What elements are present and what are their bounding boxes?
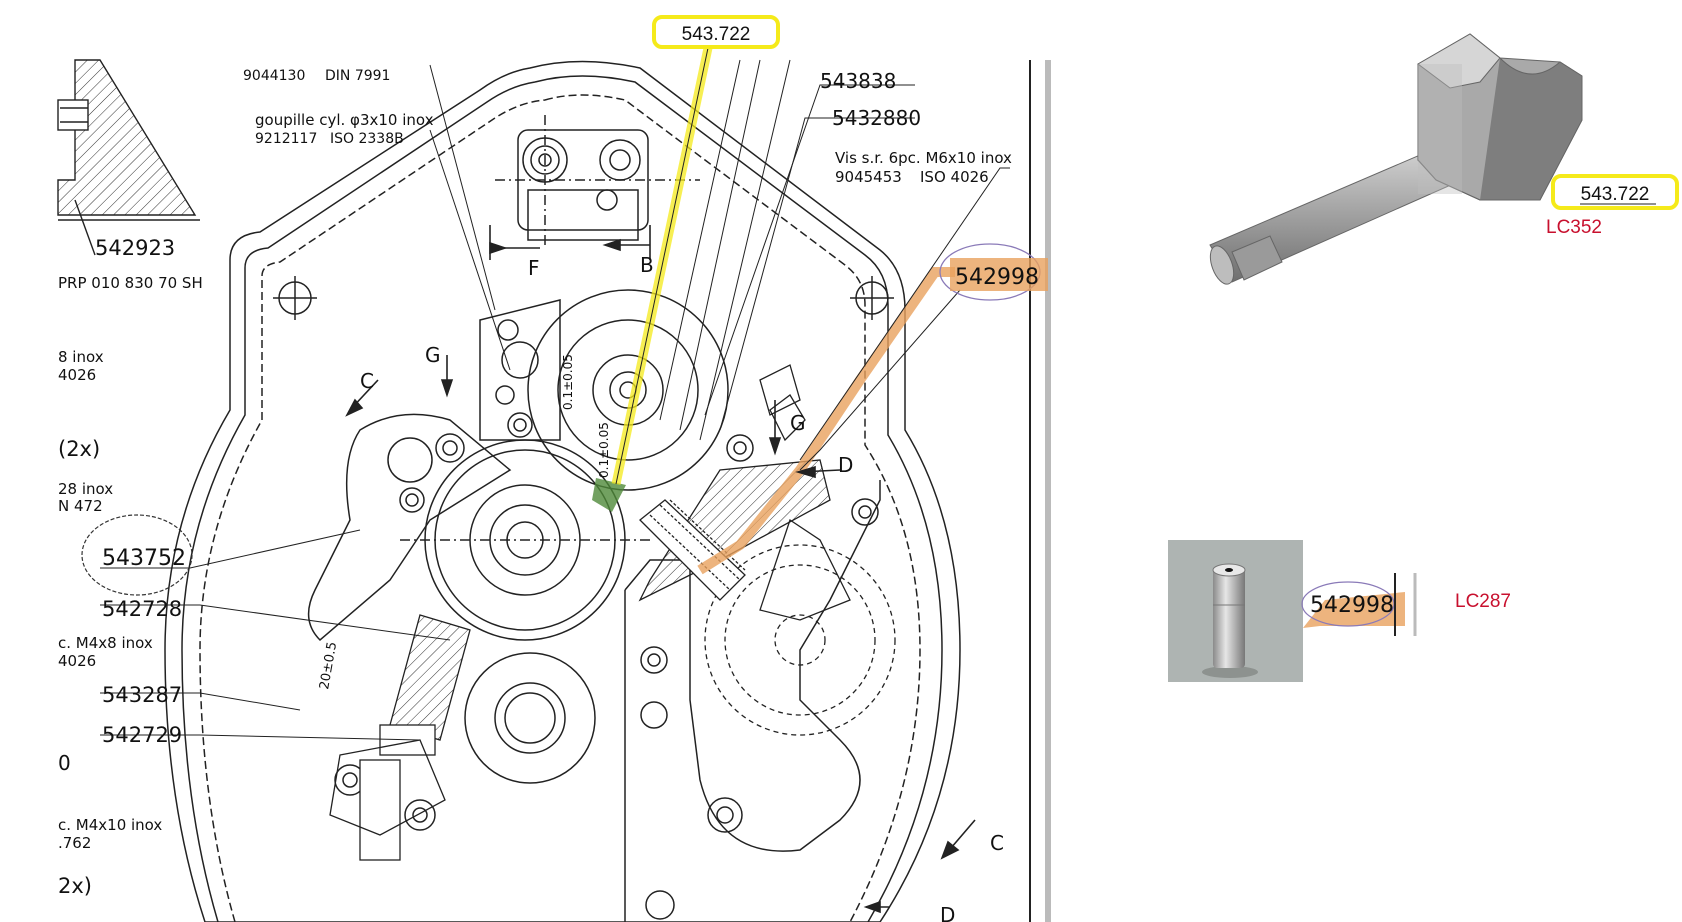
svg-text:D: D: [940, 903, 955, 922]
bushing-ref-tag: 542998: [1301, 570, 1425, 636]
svg-text:c. M4x10 inox: c. M4x10 inox: [58, 816, 162, 834]
main-plate-outline: [164, 60, 961, 922]
callout-543722-top: 543.722: [652, 15, 780, 49]
left-section-view: [57, 59, 200, 256]
svg-text:DIN 7991: DIN 7991: [325, 68, 390, 84]
svg-text:N 472: N 472: [58, 497, 103, 515]
svg-text:9045453: 9045453: [835, 168, 902, 186]
spring-assembly-upper: [639, 499, 746, 601]
hex-bracket: [479, 299, 561, 441]
leader-542998: [799, 289, 961, 471]
svg-text:0.1±0.05: 0.1±0.05: [597, 422, 611, 478]
cad-labels: 543838 5432880 Vis s.r. 6pc. M6x10 inox …: [58, 68, 1012, 898]
svg-text:28 inox: 28 inox: [58, 480, 113, 498]
leader-lines: [100, 59, 1010, 741]
svg-text:8 inox: 8 inox: [58, 348, 104, 366]
svg-text:542923: 542923: [95, 236, 175, 260]
svg-text:C: C: [990, 831, 1004, 855]
shaft-ref-box: 543.722: [1551, 174, 1679, 210]
svg-text:542998: 542998: [1310, 593, 1394, 618]
svg-text:G: G: [425, 343, 441, 367]
svg-text:543752: 543752: [102, 546, 186, 571]
svg-text:543.722: 543.722: [682, 24, 751, 45]
svg-text:ISO 4026: ISO 4026: [920, 168, 989, 186]
section-arrows: [345, 225, 976, 914]
svg-text:9212117: 9212117: [255, 131, 317, 147]
lower-bearing: [464, 652, 596, 784]
svg-text:B: B: [640, 253, 654, 277]
svg-text:Vis s.r. 6pc. M6x10 inox: Vis s.r. 6pc. M6x10 inox: [835, 149, 1012, 167]
svg-text:0.1±0.05: 0.1±0.05: [561, 354, 575, 410]
svg-text:542998: 542998: [955, 265, 1039, 290]
svg-text:543.722: 543.722: [1581, 184, 1650, 205]
svg-text:4026: 4026: [58, 366, 96, 384]
section-letters: F B G G C C D D: [360, 253, 1004, 922]
svg-text:543838: 543838: [820, 69, 896, 93]
svg-text:D: D: [838, 453, 853, 477]
highlight-line-orange: [697, 267, 955, 575]
svg-text:.762: .762: [58, 834, 91, 852]
svg-text:542729: 542729: [102, 723, 182, 747]
top-housing-block: [495, 115, 700, 245]
wear-point-marker: [592, 478, 626, 512]
main-gear: [400, 439, 650, 641]
bushing-photo: [1168, 540, 1303, 682]
lever-arm: [307, 413, 512, 642]
slide-plate: [624, 480, 881, 922]
tag-542998-drawing: 542998: [950, 258, 1048, 291]
shaft-part-3d-view: [1209, 33, 1583, 285]
svg-text:G: G: [790, 411, 806, 435]
svg-text:9044130: 9044130: [243, 68, 305, 84]
svg-text:ISO 2338B: ISO 2338B: [330, 131, 404, 147]
svg-text:0: 0: [58, 751, 71, 775]
svg-text:F: F: [528, 256, 540, 280]
svg-text:4026: 4026: [58, 652, 96, 670]
svg-text:goupille cyl. φ3x10 inox: goupille cyl. φ3x10 inox: [255, 111, 434, 129]
leader-543722: [615, 47, 709, 485]
mounting-holes: [273, 276, 894, 920]
svg-text:C: C: [360, 369, 374, 393]
circle-annotation-543752: [81, 514, 193, 596]
svg-text:(2x): (2x): [58, 437, 100, 461]
svg-text:c. M4x8 inox: c. M4x8 inox: [58, 634, 153, 652]
svg-text:2x): 2x): [58, 874, 92, 898]
svg-text:542728: 542728: [102, 597, 182, 621]
bushing-part-code: LC287: [1455, 591, 1511, 612]
svg-text:PRP 010 830 70 SH: PRP 010 830 70 SH: [58, 274, 203, 292]
svg-text:543287: 543287: [102, 683, 182, 707]
svg-text:5432880: 5432880: [832, 106, 921, 130]
shaft-part-code: LC352: [1546, 217, 1602, 238]
